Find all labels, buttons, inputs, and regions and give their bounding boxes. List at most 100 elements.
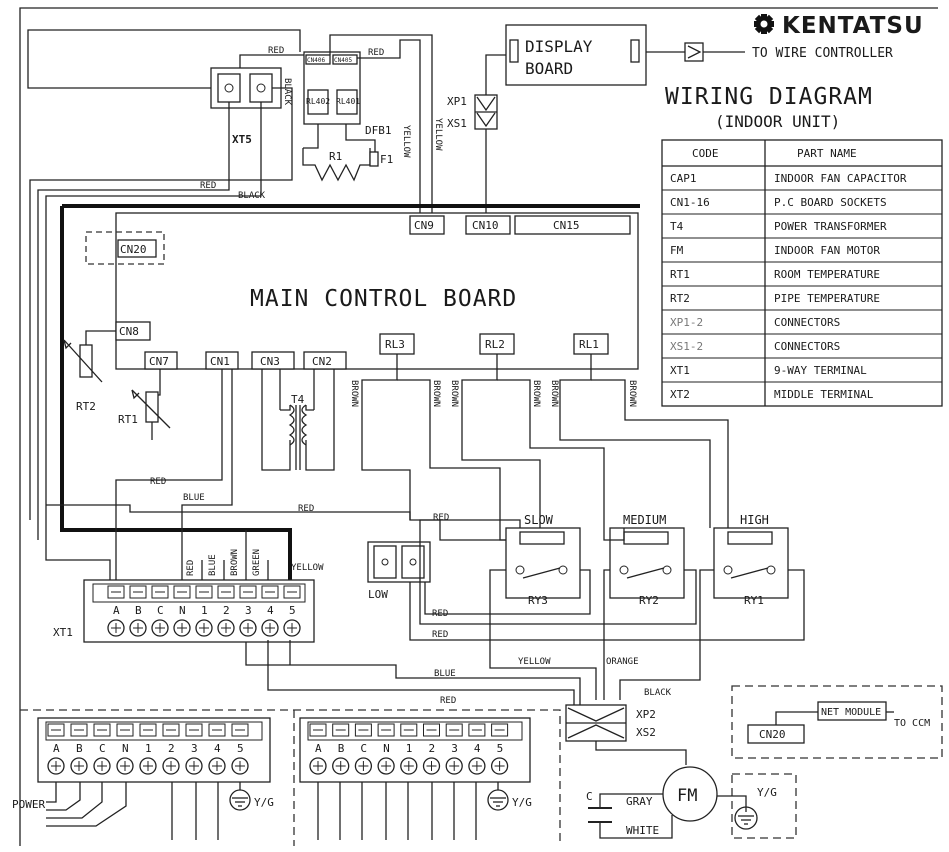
screw-icon: [354, 757, 373, 775]
rt1-label: RT1: [118, 413, 138, 426]
legend-part-name: ROOM TEMPERATURE: [774, 268, 880, 281]
wire-brown-5: BROWN: [549, 380, 559, 407]
screw-icon: [93, 757, 111, 775]
sensor-rt2: [63, 330, 116, 383]
sensor-rt1: [131, 369, 171, 440]
wire-red-main: RED: [298, 504, 314, 514]
legend-code: RT1: [670, 268, 690, 281]
xt1-cell: N: [173, 585, 191, 637]
screw-icon: [445, 757, 463, 775]
capacitor-c: [588, 807, 612, 823]
legend-part-name: CONNECTORS: [774, 340, 840, 353]
legend-part-name: INDOOR FAN MOTOR: [774, 244, 880, 257]
legend-code: XP1-2: [670, 316, 703, 329]
legend-part-name: P.C BOARD SOCKETS: [774, 196, 887, 209]
power-terminal-label: C: [99, 742, 106, 755]
xt1-label: 3: [245, 604, 252, 617]
display-board-label-2: BOARD: [525, 59, 573, 78]
cn10-label: CN10: [472, 219, 499, 232]
outdoor-terminal-label: N: [383, 742, 390, 755]
display-board: DISPLAY BOARD: [505, 24, 647, 86]
xt1-label: B: [135, 604, 142, 617]
outdoor-terminal-cell: 2: [422, 723, 441, 775]
xt1-label: 1: [201, 604, 208, 617]
wire-red-xp2: RED: [440, 696, 456, 706]
outdoor-terminal-label: C: [360, 742, 367, 755]
screw-icon: [239, 619, 257, 637]
screw-icon: [231, 757, 249, 775]
screw-icon: [107, 619, 125, 637]
screw-icon: [70, 757, 88, 775]
socket-cn7: [144, 351, 178, 370]
xt1-label: XT1: [53, 626, 73, 639]
ground-fm-icon: [717, 795, 758, 830]
rl2-label: RL2: [485, 338, 505, 351]
legend-part-name: INDOOR FAN CAPACITOR: [774, 172, 907, 185]
xt1-cell: 2: [217, 585, 235, 637]
wire-red-xt1: RED: [186, 560, 196, 576]
screw-icon: [217, 619, 235, 637]
outdoor-terminal-label: 5: [497, 742, 504, 755]
legend-header-name: PART NAME: [797, 147, 857, 160]
wire-red-top: RED: [268, 46, 284, 56]
power-terminal-cell: 3: [185, 723, 203, 775]
brand-name: KENTATSU: [782, 13, 924, 39]
xs1-label: XS1: [447, 117, 467, 130]
medium-label: MEDIUM: [623, 513, 666, 527]
xs2-label: XS2: [636, 726, 656, 739]
xt1-cell: 5: [283, 585, 301, 637]
ground-power-icon: [229, 782, 251, 811]
outdoor-terminal-cell: B: [332, 723, 350, 775]
outdoor-terminal-label: A: [315, 742, 322, 755]
power-terminal-cell: A: [47, 723, 65, 775]
outdoor-terminal-cell: 1: [400, 723, 418, 775]
legend-header-code: CODE: [692, 147, 719, 160]
xt5-label: XT5: [232, 133, 252, 146]
socket-cn3: [251, 351, 295, 370]
wire-white-fm: WHITE: [626, 824, 659, 837]
cn406-label: CN406: [307, 57, 325, 64]
legend-row: RT1 ROOM TEMPERATURE: [670, 268, 880, 281]
wire-red-cn1: RED: [150, 477, 166, 487]
power-terminal-cell: 2: [162, 723, 180, 775]
screw-icon: [377, 757, 395, 775]
wire-yellow-xt1: YELLOW: [291, 563, 324, 573]
rt2-label: RT2: [76, 400, 96, 413]
socket-cn10: [465, 215, 511, 235]
wire-yellow-2: YELLOW: [433, 118, 443, 151]
xt1-label: 4: [267, 604, 274, 617]
xp1-label: XP1: [447, 95, 467, 108]
wire-red-left: RED: [200, 181, 216, 191]
xt1-label: C: [157, 604, 164, 617]
wire-blue-cn1: BLUE: [183, 493, 205, 503]
legend-code: XT1: [670, 364, 690, 377]
legend-part-name: POWER TRANSFORMER: [774, 220, 887, 233]
c-label: C: [586, 790, 593, 803]
wire-green-xt1: GREEN: [252, 549, 262, 576]
xt1-cell: 3: [239, 585, 257, 637]
power-label: POWER: [12, 798, 45, 811]
outdoor-terminal-label: B: [338, 742, 345, 755]
terminal-xt5: [210, 67, 282, 109]
net-module-label: NET MODULE: [821, 707, 881, 718]
legend-code: RT2: [670, 292, 690, 305]
power-terminal-label: 4: [214, 742, 221, 755]
power-terminal-cell: N: [116, 723, 134, 775]
wire-yellow-1: YELLOW: [401, 125, 411, 158]
screw-icon: [139, 757, 157, 775]
dfb1-label: DFB1: [365, 124, 392, 137]
relay-ry3: [505, 527, 581, 599]
outdoor-terminal-label: 3: [451, 742, 458, 755]
power-terminal-label: N: [122, 742, 129, 755]
diagram-subtitle: (INDOOR UNIT): [715, 112, 840, 131]
main-control-board: [115, 212, 639, 370]
xt1-cell: A: [107, 585, 125, 637]
board-title: MAIN CONTROL BOARD: [250, 286, 517, 312]
to-wire-controller-label: TO WIRE CONTROLLER: [752, 46, 893, 61]
t4-label: T4: [291, 393, 305, 406]
power-terminal-label: 1: [145, 742, 152, 755]
